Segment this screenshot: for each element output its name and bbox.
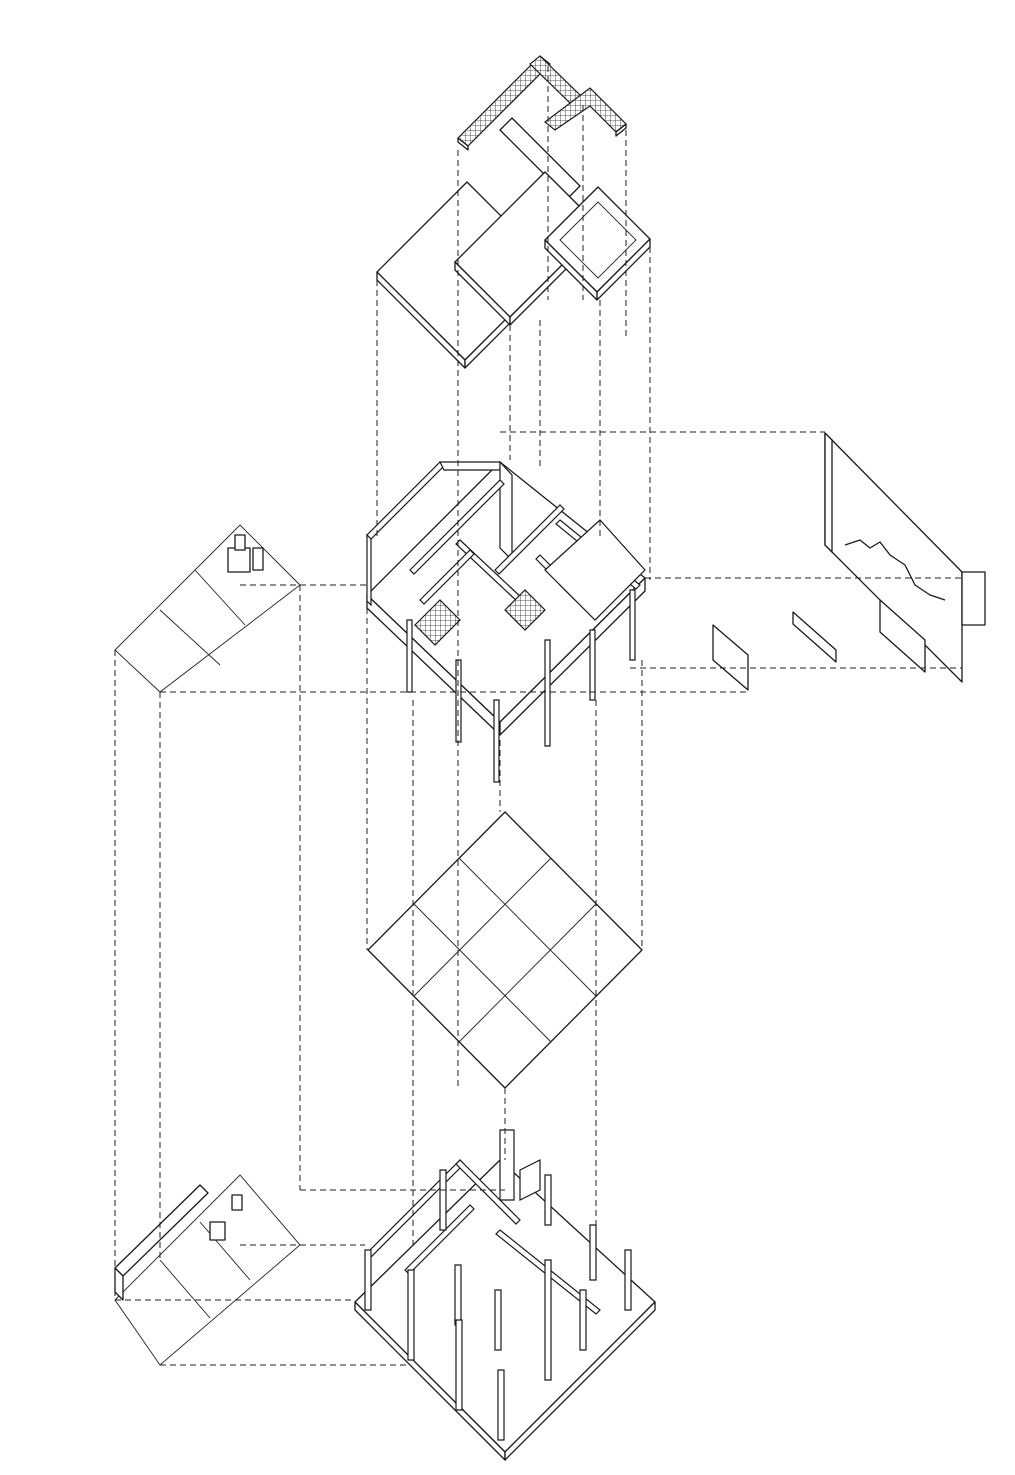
ground-furniture-plane <box>115 1175 300 1365</box>
ground-floor <box>355 1130 655 1460</box>
stair-wall-panel <box>713 433 985 690</box>
roof-parapet <box>458 56 626 150</box>
upper-furniture-plane <box>115 525 300 692</box>
projection-lines <box>115 66 962 1365</box>
roof-slabs <box>377 118 650 368</box>
upper-floor <box>367 462 645 782</box>
floor-grid <box>368 812 642 1088</box>
